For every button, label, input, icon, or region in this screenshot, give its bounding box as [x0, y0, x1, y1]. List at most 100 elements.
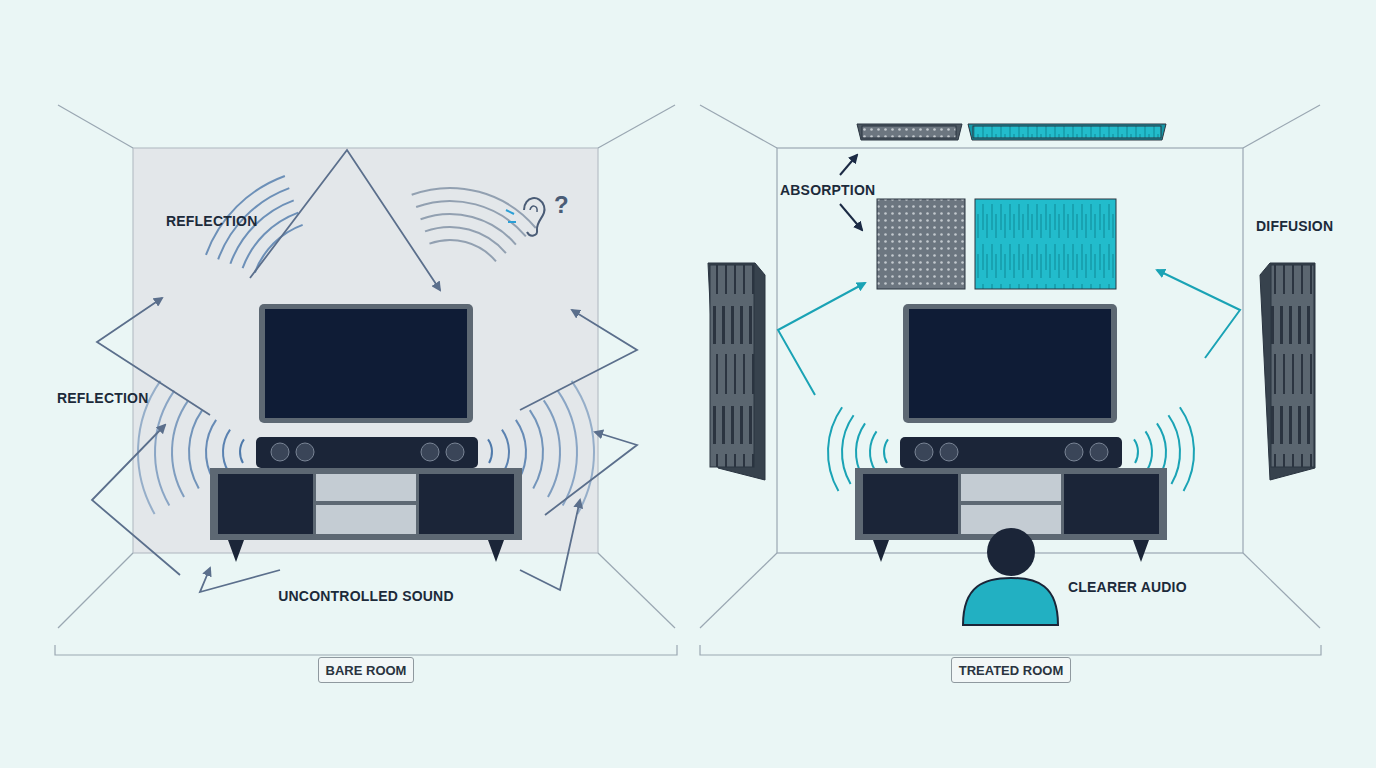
sound-wave — [421, 214, 516, 245]
sound-wave — [572, 381, 594, 514]
illustration-part — [1243, 553, 1320, 628]
illustration-part — [940, 443, 958, 461]
illustration-part — [133, 148, 598, 553]
sound-wave — [223, 430, 230, 472]
illustration-part — [520, 500, 580, 590]
illustration-part — [446, 443, 464, 461]
illustration-part — [545, 432, 637, 515]
illustration-part — [210, 468, 522, 540]
reflection-arrows — [92, 150, 637, 592]
callout-label: DIFFUSION — [1256, 218, 1333, 234]
sound-wave — [155, 391, 174, 506]
sound-wave — [240, 439, 244, 463]
sound-wave — [870, 431, 877, 470]
sound-wave — [412, 188, 536, 228]
callout-label: REFLECTION — [57, 390, 148, 406]
question-mark: ? — [554, 191, 569, 219]
sound-wave — [842, 415, 854, 484]
sound-wave — [828, 407, 842, 491]
illustration-part — [256, 437, 478, 468]
ear-icon — [506, 198, 545, 236]
sound-wave — [558, 391, 577, 506]
listener — [963, 528, 1058, 625]
illustration-part — [909, 309, 1111, 418]
illustration-part — [506, 210, 514, 214]
treated-room — [700, 105, 1320, 628]
sound-wave — [1145, 431, 1152, 470]
illustration-part — [200, 568, 280, 592]
illustration-part — [421, 443, 439, 461]
illustration-part — [1090, 443, 1108, 461]
illustration-part — [975, 199, 1116, 289]
sound-wave — [502, 430, 509, 472]
illustration-part — [508, 221, 516, 223]
room-label: TREATED ROOM — [959, 663, 1063, 678]
sound-wave — [172, 400, 188, 497]
illustration-part — [1157, 270, 1240, 358]
sound-wave — [255, 225, 303, 273]
sound-wave — [544, 400, 560, 497]
bare-room — [58, 105, 675, 628]
diffusion-panels — [708, 263, 1315, 480]
room-label: BARE ROOM — [326, 663, 407, 678]
tv-left — [210, 304, 522, 562]
illustration-part — [840, 155, 857, 175]
illustration-part — [1065, 443, 1083, 461]
sound-wave — [189, 410, 202, 488]
tv-right — [855, 304, 1167, 562]
illustration-part — [524, 198, 545, 236]
illustration-part — [857, 124, 962, 140]
illustration-part — [708, 263, 765, 480]
sound-wave — [425, 227, 506, 253]
caption-box: BARE ROOM — [318, 657, 415, 683]
illustration-part — [963, 578, 1058, 625]
illustration-part — [419, 474, 514, 534]
bottom-brackets — [55, 645, 1321, 655]
sound-wave — [1180, 407, 1194, 491]
sound-wave — [530, 410, 543, 488]
illustration-part — [1260, 263, 1315, 480]
illustration-part — [1243, 105, 1320, 148]
sound-wave — [488, 439, 492, 463]
illustration-part — [218, 474, 313, 534]
illustration-part — [271, 443, 289, 461]
absorption-panels — [857, 124, 1166, 289]
illustration-part — [530, 206, 537, 212]
illustration-part — [840, 204, 862, 230]
illustration-part — [316, 505, 416, 534]
callout-label: UNCONTROLLED SOUND — [278, 588, 453, 604]
callout-label: REFLECTION — [166, 213, 257, 229]
illustration-part — [877, 199, 965, 289]
illustration-part — [700, 553, 777, 628]
illustration-part — [520, 310, 637, 410]
sound-wave — [884, 439, 888, 463]
illustration-part — [961, 474, 1061, 501]
illustration-part — [92, 425, 180, 575]
illustration-part — [915, 443, 933, 461]
illustration-part — [296, 443, 314, 461]
illustration-part — [55, 645, 677, 655]
sound-wave — [416, 201, 526, 236]
callout-label: CLEARER AUDIO — [1068, 579, 1187, 595]
illustration-part — [903, 304, 1117, 423]
illustration-part — [700, 645, 1321, 655]
caption-box: TREATED ROOM — [951, 657, 1071, 683]
illustration-part — [250, 150, 440, 290]
illustration-part — [265, 309, 467, 418]
sound-wave — [1168, 415, 1180, 484]
illustration-part — [598, 553, 675, 628]
illustration-part — [228, 540, 504, 562]
illustration-part — [259, 304, 473, 423]
sound-wave — [1134, 439, 1138, 463]
sound-wave — [429, 240, 495, 261]
treatment-arrows — [778, 270, 1240, 395]
illustration-part — [1271, 265, 1314, 467]
illustration-part — [316, 474, 416, 501]
illustration-part — [987, 528, 1035, 576]
illustration-part — [710, 265, 754, 467]
illustration-part — [862, 126, 956, 138]
illustration-part — [1064, 474, 1159, 534]
illustration-part — [900, 437, 1122, 468]
illustration-part — [778, 283, 865, 395]
